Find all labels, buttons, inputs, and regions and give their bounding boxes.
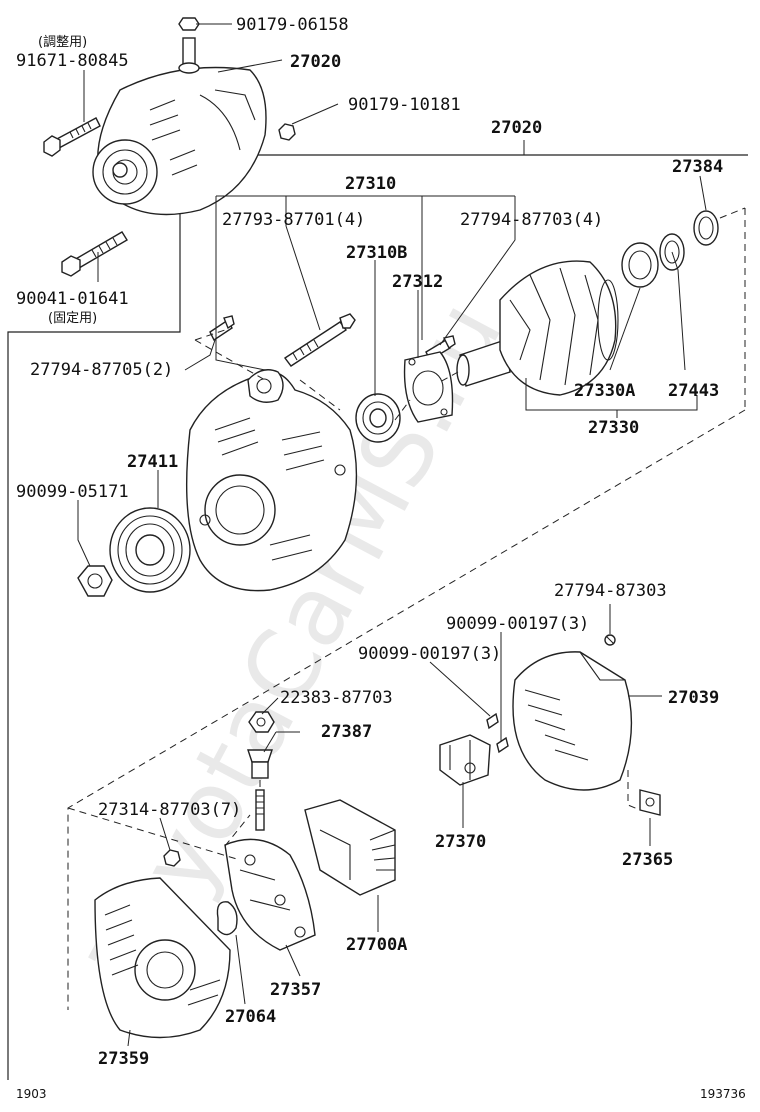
- label-27312: 27312: [392, 272, 443, 292]
- label-90041-01641: 90041-01641: [16, 289, 129, 309]
- terminal-insulator: [627, 770, 661, 816]
- label-27357: 27357: [270, 980, 321, 1000]
- label-90179-06158: 90179-06158: [236, 15, 349, 35]
- gasket: [216, 901, 238, 936]
- label-27310: 27310: [345, 174, 396, 194]
- label-90099-05171: 90099-05171: [16, 482, 129, 502]
- label-90099-00197-a: 90099-00197(3): [446, 614, 589, 634]
- brush-holder: [439, 734, 491, 786]
- label-27443: 27443: [668, 381, 719, 401]
- label-27411: 27411: [127, 452, 178, 472]
- pulley: [109, 507, 191, 593]
- label-27020-main: 27020: [491, 118, 542, 138]
- drive-end-frame: [185, 369, 358, 592]
- label-27330a: 27330A: [574, 381, 635, 401]
- terminal-screw: [604, 634, 616, 646]
- rear-end-cover: [512, 651, 633, 791]
- footer-right: 193736: [700, 1087, 746, 1101]
- alternator-assembly-drawing: [92, 17, 267, 216]
- label-note-fixed: (固定用): [48, 311, 97, 326]
- rear-bearing: [621, 242, 659, 288]
- label-90179-10181: 90179-10181: [348, 95, 461, 115]
- voltage-regulator: [304, 799, 396, 896]
- rear-frame: [94, 877, 231, 1039]
- part-labels: 90179-06158 (調整用) 91671-80845 27020 9017…: [16, 15, 723, 1069]
- label-27794-87303: 27794-87303: [554, 581, 667, 601]
- rectifier: [224, 789, 316, 951]
- label-27365: 27365: [622, 850, 673, 870]
- label-27370: 27370: [435, 832, 486, 852]
- assembly-dash-right: [719, 207, 746, 410]
- label-27387: 27387: [321, 722, 372, 742]
- label-27384: 27384: [672, 157, 723, 177]
- retainer-plate: [403, 351, 454, 423]
- through-bolt: [283, 313, 356, 367]
- label-27310b: 27310B: [346, 243, 407, 263]
- assembly-dash-lower: [67, 780, 261, 861]
- label-27064: 27064: [225, 1007, 276, 1027]
- cap-nut: [248, 711, 275, 733]
- label-90099-00197-b: 90099-00197(3): [358, 644, 501, 664]
- assembly-dash-top: [194, 329, 459, 421]
- label-27793-87701: 27793-87701(4): [222, 210, 365, 230]
- screw-27794-87705: [209, 315, 235, 342]
- label-27359: 27359: [98, 1049, 149, 1069]
- label-note-adjust: (調整用): [38, 35, 87, 50]
- label-91671-80845: 91671-80845: [16, 51, 129, 71]
- ring-27384: [693, 210, 719, 246]
- label-27794-87703: 27794-87703(4): [460, 210, 603, 230]
- label-22383-87703: 22383-87703: [280, 688, 393, 708]
- bolt-fixed: [61, 231, 128, 277]
- pulley-nut: [77, 565, 113, 597]
- screw-90099-00197: [486, 712, 509, 754]
- label-27020-top: 27020: [290, 52, 341, 72]
- label-27314-87703: 27314-87703(7): [98, 800, 241, 820]
- nut-90179-10181: [278, 123, 296, 141]
- label-27700a: 27700A: [346, 935, 407, 955]
- leader-lines: [77, 23, 707, 1047]
- front-bearing: [355, 393, 401, 443]
- footer-left: 1903: [16, 1087, 47, 1101]
- label-27039: 27039: [668, 688, 719, 708]
- terminal-bushing: [247, 749, 273, 779]
- rotor: [456, 260, 619, 396]
- bolt-adjust: [43, 117, 101, 157]
- assembly-frame: [7, 154, 748, 1080]
- label-27794-87705: 27794-87705(2): [30, 360, 173, 380]
- label-27330: 27330: [588, 418, 639, 438]
